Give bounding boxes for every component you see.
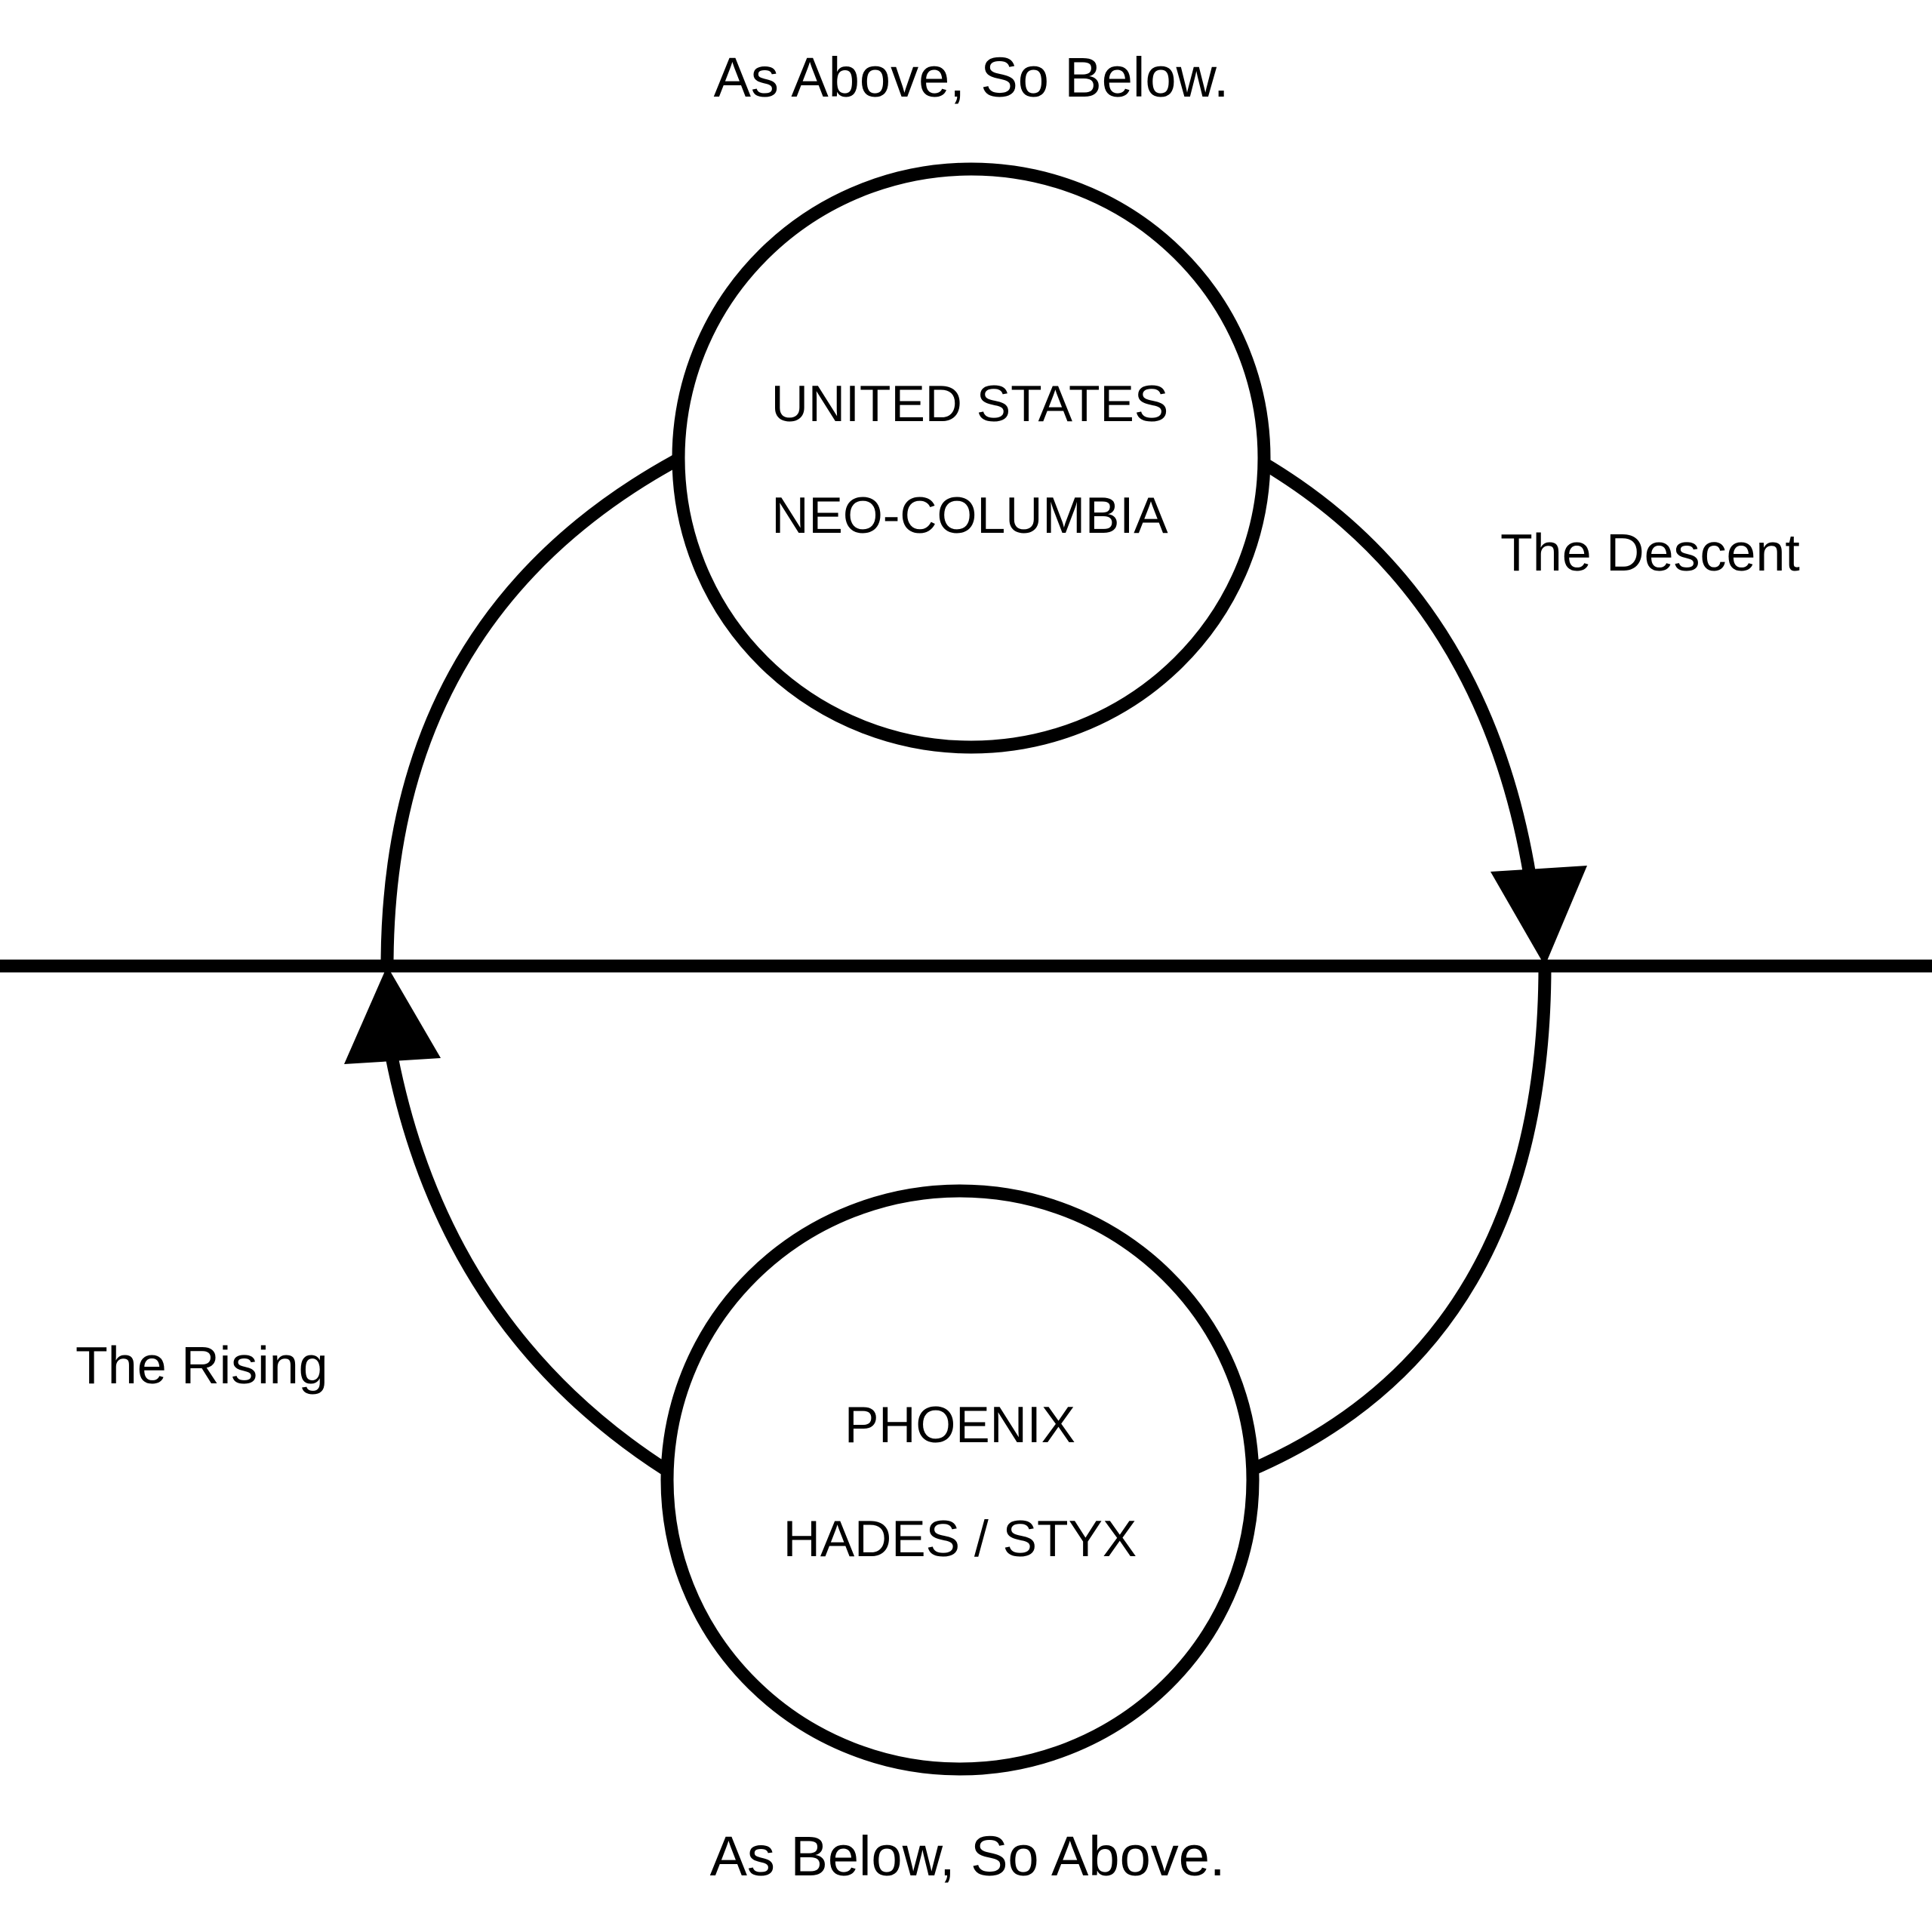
- descent-arc: [1259, 457, 1541, 907]
- upper-node-line1: UNITED STATES: [771, 375, 1168, 432]
- upper-node-line2: NEO-COLUMBIA: [771, 487, 1168, 544]
- footer-motto: As Below, So Above.: [710, 1825, 1226, 1887]
- rising-label: The Rising: [75, 1336, 328, 1395]
- header-motto: As Above, So Below.: [714, 46, 1229, 109]
- rising-arrowhead: [344, 966, 441, 1064]
- lower-node-circle: [660, 1184, 1260, 1776]
- descent-arrowhead: [1491, 866, 1587, 966]
- lower-node-line2: HADES / STYX: [783, 1510, 1137, 1567]
- upper-node-circle: [672, 162, 1271, 754]
- rising-arc: [385, 1055, 670, 1476]
- rising-arc-upper: [380, 454, 680, 967]
- descent-label: The Descent: [1500, 523, 1800, 582]
- lower-node-line1: PHOENIX: [844, 1396, 1075, 1454]
- descent-arc-lower: [1247, 965, 1552, 1476]
